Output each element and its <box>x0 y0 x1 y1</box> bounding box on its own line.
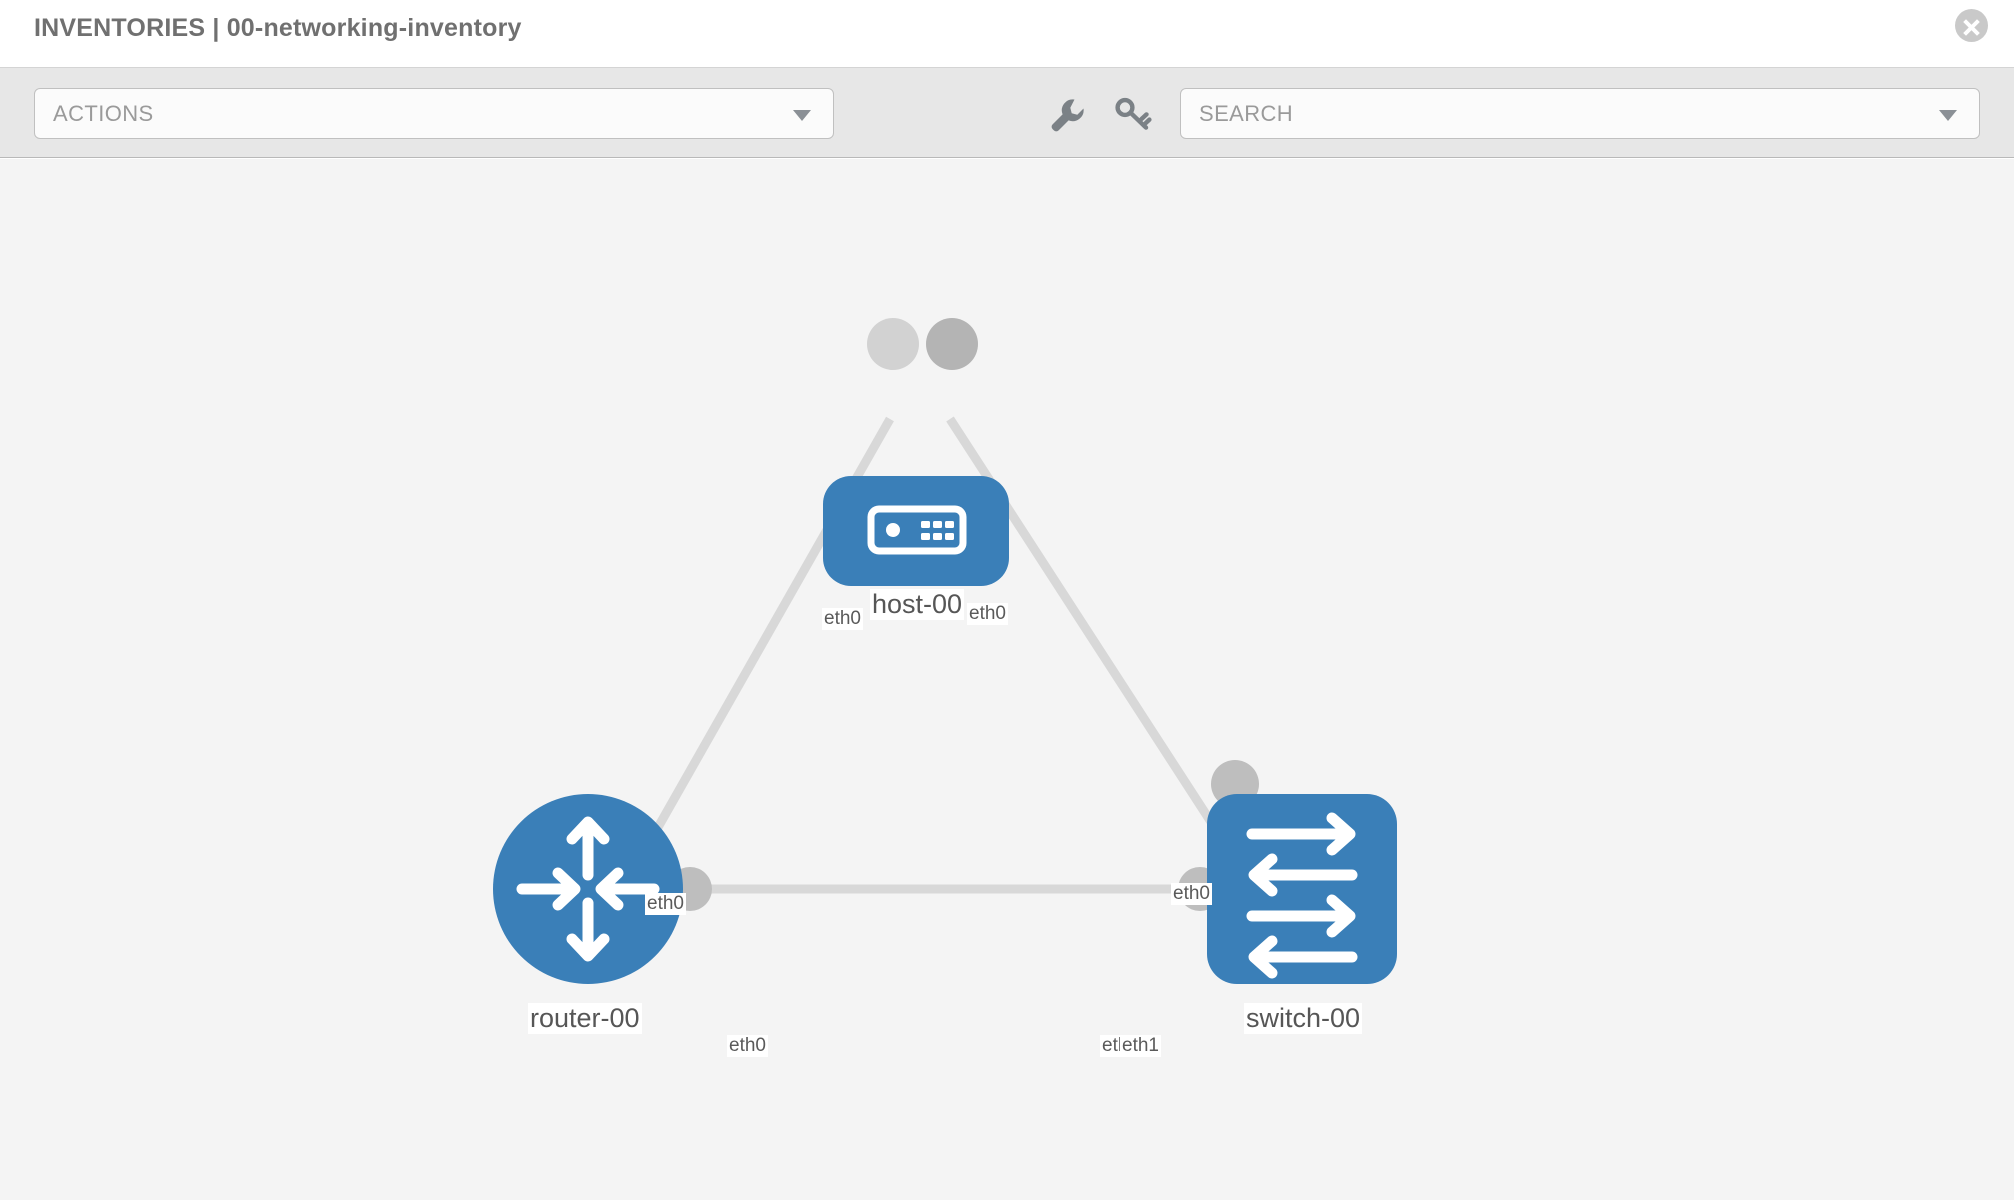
node-label-host-00[interactable]: host-00 <box>870 589 965 620</box>
server-icon <box>867 505 967 555</box>
connector-host-left <box>867 318 919 370</box>
page-title: INVENTORIES | 00-networking-inventory <box>34 14 522 42</box>
edge-label-switch-to-host: eth0 <box>1171 883 1212 905</box>
node-switch-00 <box>1207 794 1397 984</box>
edge-label-switch-eth1: eth1 <box>1120 1035 1161 1057</box>
search-input[interactable]: SEARCH <box>1180 88 1980 139</box>
topology-graph <box>493 318 1397 984</box>
search-placeholder: SEARCH <box>1199 101 1294 126</box>
switch-arrows-icon <box>1246 812 1358 979</box>
node-label-router-00[interactable]: router-00 <box>528 1003 642 1034</box>
actions-dropdown-label: ACTIONS <box>53 101 154 126</box>
edge-label-host-to-switch: eth0 <box>967 603 1008 625</box>
key-icon[interactable] <box>1110 92 1154 136</box>
router-arrows-icon <box>516 816 660 962</box>
node-router-00 <box>493 794 683 984</box>
chevron-down-icon[interactable] <box>1939 110 1957 121</box>
node-host-00 <box>823 476 1009 586</box>
edge-label-host-to-router: eth0 <box>822 608 863 630</box>
topology-canvas[interactable]: host-00 router-00 switch-00 eth0 eth0 et… <box>0 159 2014 1200</box>
toolbar: ACTIONS SEARCH <box>0 68 2014 158</box>
wrench-icon[interactable] <box>1043 92 1087 136</box>
actions-dropdown[interactable]: ACTIONS <box>34 88 834 139</box>
node-label-switch-00[interactable]: switch-00 <box>1244 1003 1363 1034</box>
chevron-down-icon <box>793 110 811 121</box>
page-header: INVENTORIES | 00-networking-inventory <box>0 0 2014 68</box>
close-icon[interactable] <box>1955 9 1988 42</box>
connector-host-right <box>926 318 978 370</box>
edge-label-router-eth0: eth0 <box>727 1035 768 1057</box>
edge-label-router-to-host: eth0 <box>645 893 686 915</box>
